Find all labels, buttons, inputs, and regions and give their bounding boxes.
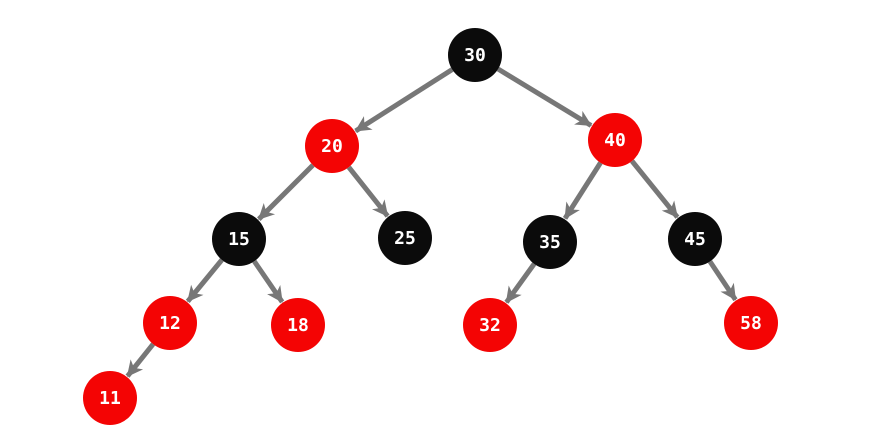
black-node-circle: [448, 28, 502, 82]
edge-35-32: [504, 262, 537, 304]
red-node-circle: [463, 298, 517, 352]
edges-layer: [125, 66, 738, 378]
black-node-circle: [523, 215, 577, 269]
tree-node-12: 12: [143, 296, 197, 350]
red-node-circle: [588, 113, 642, 167]
edge-12-11: [125, 342, 156, 378]
nodes-layer: 30 20 40 15 25 35 45 12 18 32 58 11: [83, 28, 778, 425]
black-node-circle: [212, 212, 266, 266]
tree-node-45: 45: [668, 212, 722, 266]
black-node-circle: [378, 211, 432, 265]
edge-30-40: [496, 66, 593, 128]
tree-node-58: 58: [724, 296, 778, 350]
tree-node-35: 35: [523, 215, 577, 269]
edge-30-20: [354, 67, 454, 134]
edge-40-35: [562, 161, 603, 220]
edge-15-18: [252, 259, 285, 304]
edge-20-25: [346, 165, 390, 218]
red-node-circle: [724, 296, 778, 350]
edge-20-15: [257, 163, 315, 221]
red-node-circle: [143, 296, 197, 350]
edge-45-58: [707, 260, 738, 302]
tree-node-15: 15: [212, 212, 266, 266]
tree-node-20: 20: [305, 119, 359, 173]
tree-node-18: 18: [271, 298, 325, 352]
red-node-circle: [271, 298, 325, 352]
red-node-circle: [83, 371, 137, 425]
tree-node-11: 11: [83, 371, 137, 425]
tree-node-40: 40: [588, 113, 642, 167]
tree-node-25: 25: [378, 211, 432, 265]
black-node-circle: [668, 212, 722, 266]
red-node-circle: [305, 119, 359, 173]
edge-15-12: [185, 258, 224, 303]
tree-node-32: 32: [463, 298, 517, 352]
tree-node-30: 30: [448, 28, 502, 82]
edge-40-45: [630, 159, 680, 219]
